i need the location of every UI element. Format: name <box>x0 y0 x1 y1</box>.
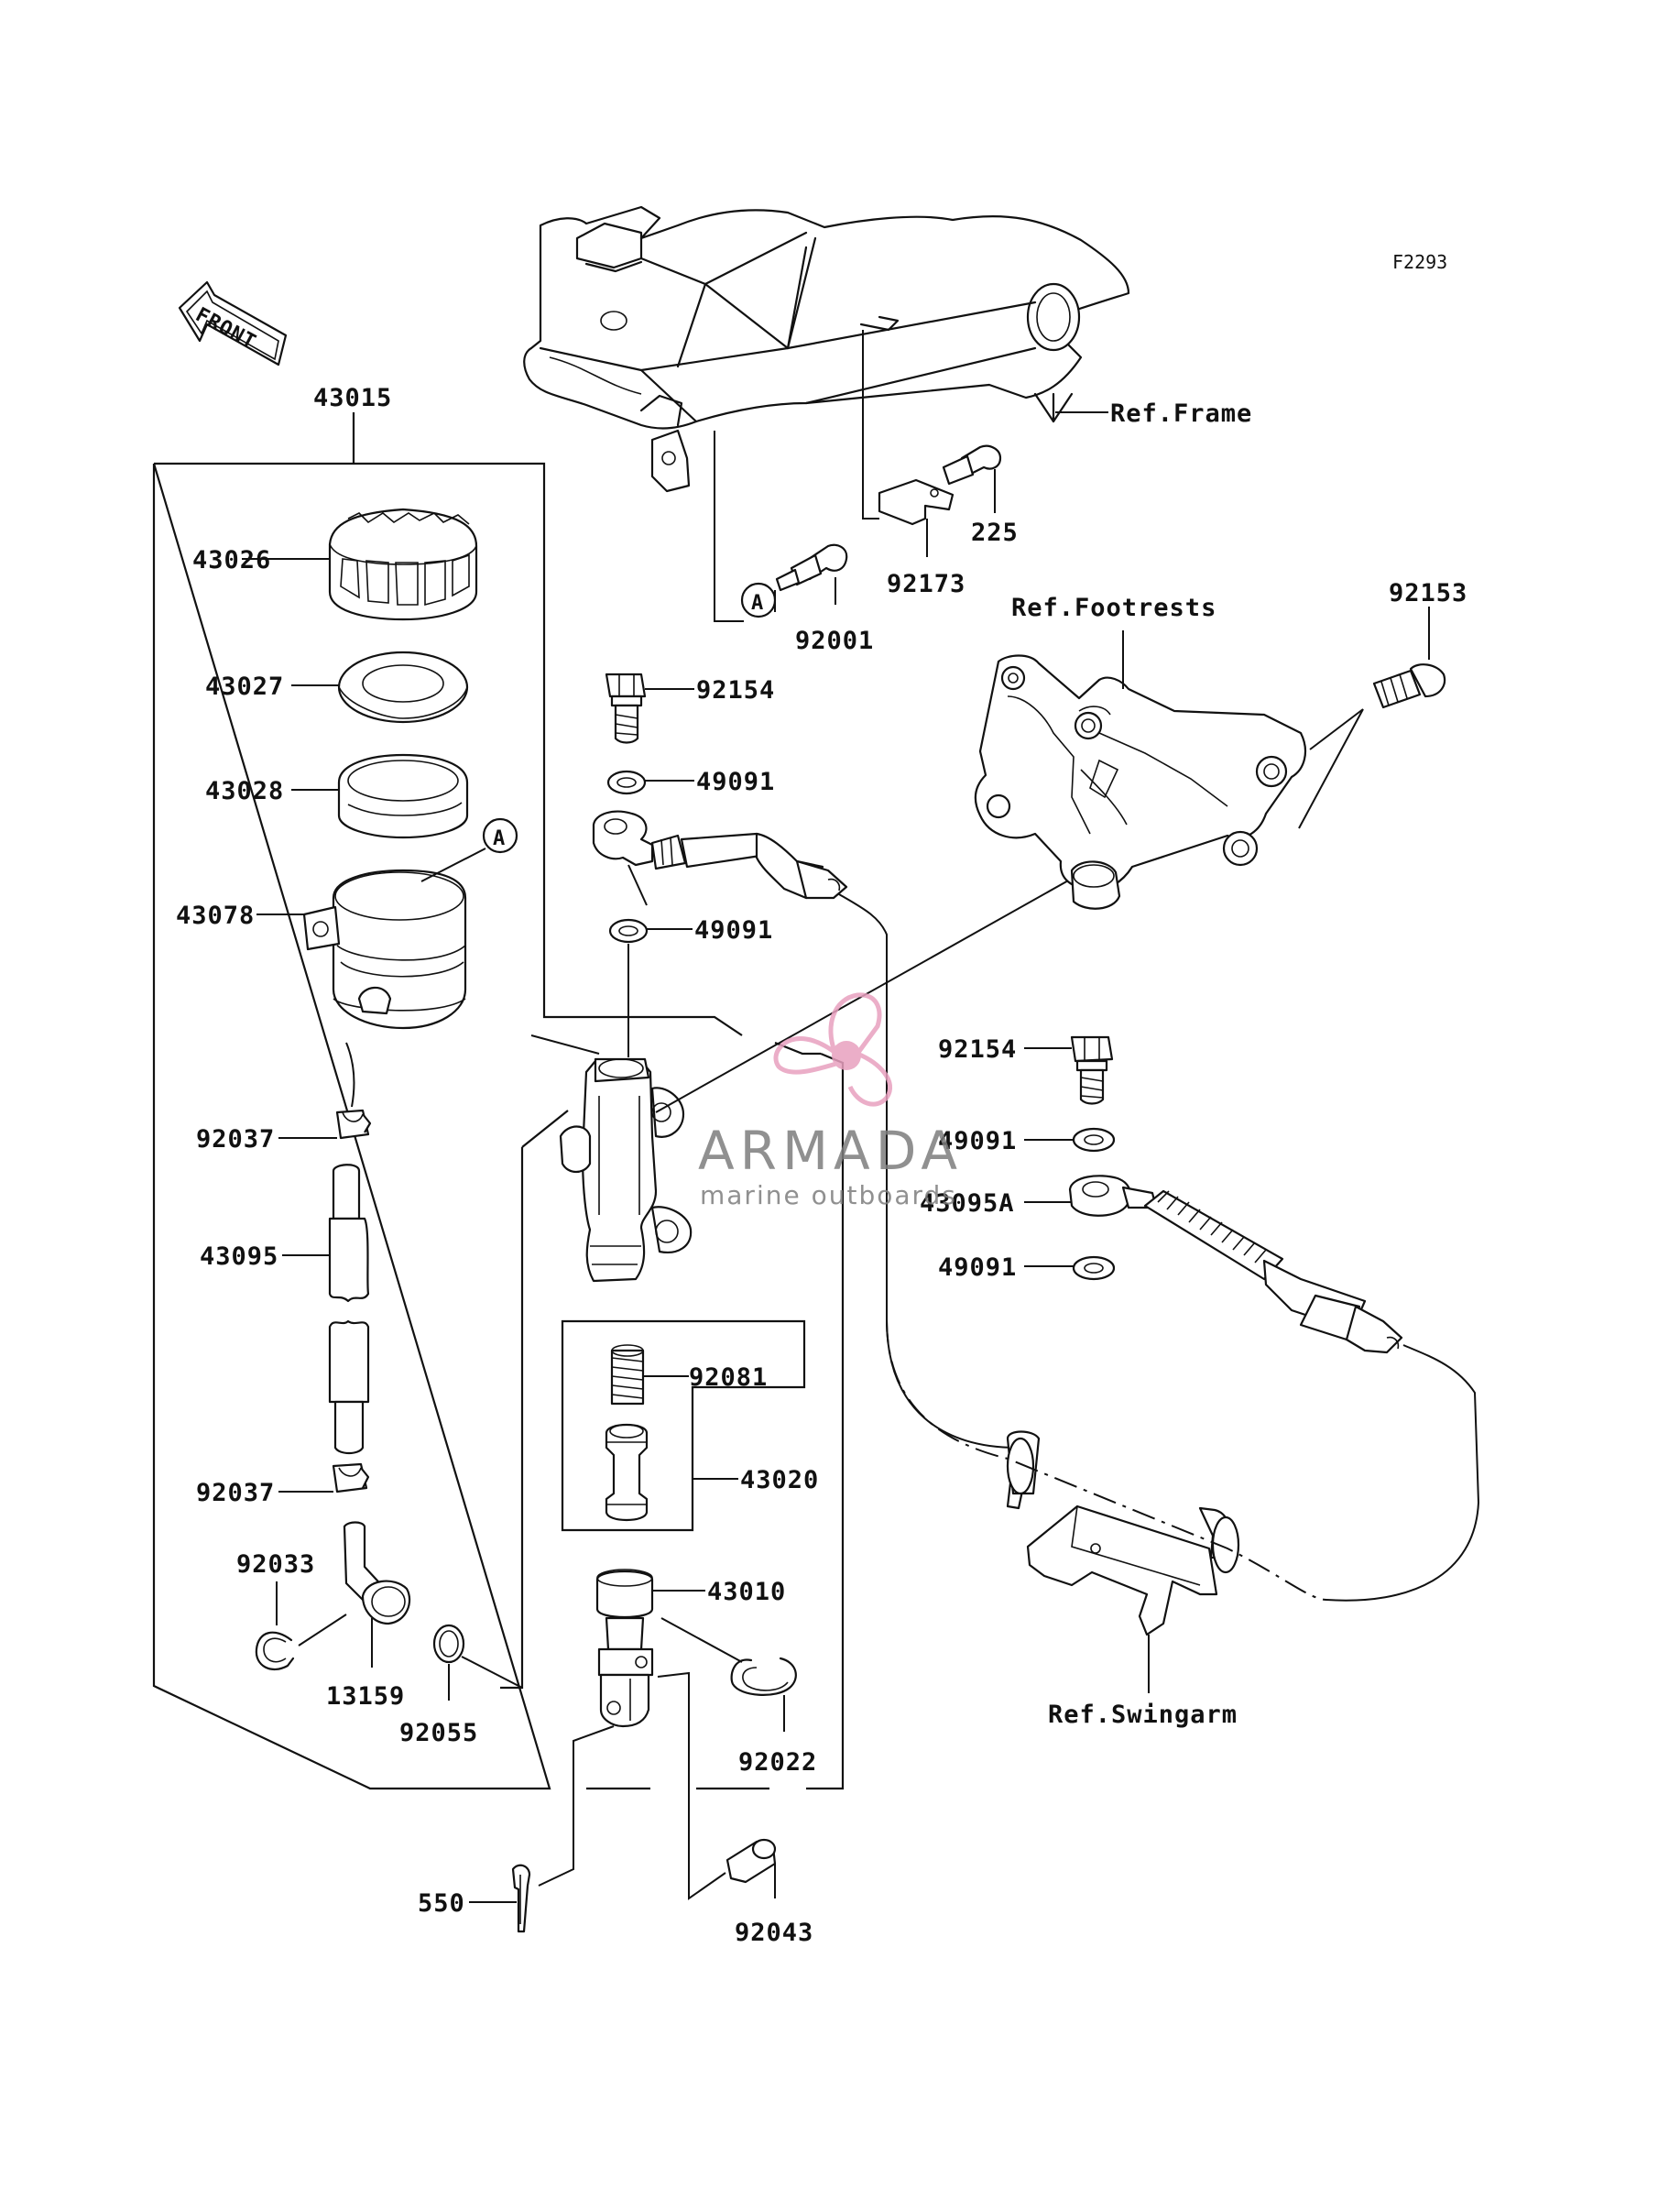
washer-49091-b-icon <box>608 918 649 944</box>
part-label-43026: 43026 <box>192 546 271 574</box>
snap-ring-92033-icon <box>255 1631 295 1671</box>
part-label-225: 225 <box>971 519 1019 547</box>
washer-49091-d-icon <box>1072 1255 1116 1281</box>
part-label-550: 550 <box>418 1889 465 1918</box>
spring-92081-icon <box>610 1344 645 1406</box>
hose-43095-icon <box>328 1164 370 1455</box>
ref-swingarm-label: Ref.Swingarm <box>1048 1701 1238 1729</box>
hose-routing-line <box>886 1318 1327 1601</box>
cotter-pin-550-icon <box>511 1864 531 1933</box>
reservoir-cap-43026-icon <box>328 508 478 621</box>
hose-clamp-92037-upper-icon <box>335 1109 372 1140</box>
assembly-43015-box <box>152 462 845 1790</box>
clevis-pin-92043-icon <box>725 1838 777 1884</box>
reservoir-43078-icon <box>302 869 467 1030</box>
diagram-code: F2293 <box>1392 251 1447 273</box>
propeller-icon <box>773 992 893 1107</box>
part-label-92154-right: 92154 <box>938 1035 1017 1064</box>
part-label-92173: 92173 <box>887 570 965 598</box>
part-label-92037-upper: 92037 <box>196 1125 275 1154</box>
part-label-92033: 92033 <box>236 1550 315 1579</box>
elbow-fitting-13159-icon <box>343 1521 411 1625</box>
hose-clamp-92037-lower-icon <box>332 1462 370 1493</box>
swingarm-bracket-drawing <box>1006 1430 1240 1636</box>
part-label-43095: 43095 <box>200 1242 278 1271</box>
piston-43020-icon <box>605 1424 649 1521</box>
banjo-hose-upper-icon <box>592 810 848 900</box>
banjo-bolt-92154-upper-icon <box>605 673 647 744</box>
callout-a-frame-label: A <box>751 592 764 615</box>
banjo-hose-43095a-icon <box>1068 1175 1403 1354</box>
diaphragm-plate-43027-icon <box>337 651 469 724</box>
part-label-92154-upper: 92154 <box>696 676 775 705</box>
front-arrow-icon: FRONT <box>178 280 288 366</box>
assembly-label-43020: 43020 <box>740 1466 819 1494</box>
callout-a-reservoir <box>482 817 518 854</box>
watermark-logo: ARMADA marine outboards <box>698 992 963 1210</box>
footrest-bracket-drawing <box>974 654 1307 910</box>
diaphragm-43028-icon <box>337 753 469 839</box>
washer-49091-a-icon <box>606 770 647 795</box>
o-ring-92055-icon <box>432 1624 465 1664</box>
part-label-49091-a: 49091 <box>696 768 775 796</box>
part-label-92037-lower: 92037 <box>196 1479 275 1507</box>
part-label-92043: 92043 <box>735 1919 813 1947</box>
bolt-92153-icon <box>1372 663 1446 709</box>
washer-49091-c-icon <box>1072 1127 1116 1153</box>
callout-a-frame <box>740 582 777 618</box>
watermark-brand: ARMADA <box>698 1120 963 1182</box>
part-label-49091-c: 49091 <box>938 1127 1017 1155</box>
part-label-92001: 92001 <box>795 627 874 655</box>
part-label-49091-b: 49091 <box>694 916 773 945</box>
watermark-tagline: marine outboards <box>700 1180 957 1210</box>
part-label-49091-d: 49091 <box>938 1253 1017 1282</box>
part-label-43027: 43027 <box>205 673 284 701</box>
part-label-92153: 92153 <box>1389 579 1467 607</box>
part-label-13159: 13159 <box>326 1682 405 1711</box>
push-rod-43010-icon <box>595 1569 654 1728</box>
callout-a-reservoir-label: A <box>493 827 506 850</box>
part-label-92022: 92022 <box>738 1748 817 1777</box>
circlip-92022-icon <box>730 1657 797 1696</box>
part-label-92055: 92055 <box>399 1719 478 1747</box>
assembly-label-43015: 43015 <box>313 384 392 412</box>
bolt-92001-icon <box>775 543 848 592</box>
ref-footrests-label: Ref.Footrests <box>1011 594 1216 622</box>
part-label-43078: 43078 <box>176 902 255 930</box>
part-label-43028: 43028 <box>205 777 284 805</box>
part-label-43010: 43010 <box>707 1578 786 1606</box>
part-label-92081: 92081 <box>689 1363 768 1392</box>
part-label-43095A: 43095A <box>920 1189 1015 1218</box>
assembly-43020-box <box>561 1319 806 1532</box>
ref-frame-label: Ref.Frame <box>1110 399 1252 428</box>
frame-drawing <box>523 205 1130 493</box>
clamp-92173-icon <box>878 478 955 526</box>
banjo-bolt-92154-right-icon <box>1070 1035 1114 1105</box>
master-cylinder-body-icon <box>559 1057 693 1283</box>
bolt-225-icon <box>942 444 1002 486</box>
